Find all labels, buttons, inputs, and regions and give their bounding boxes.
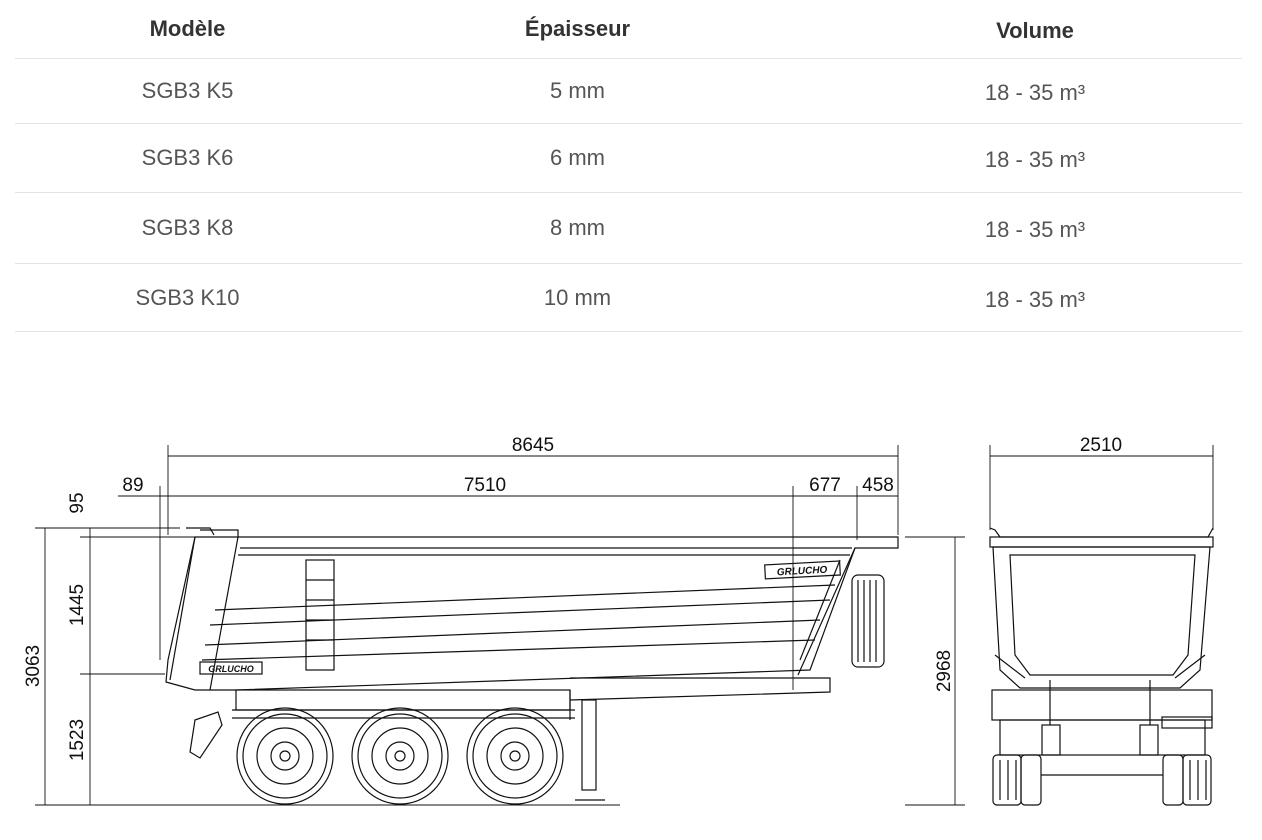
cell-thickness: 8 mm <box>550 215 605 240</box>
header-thickness: Épaisseur <box>524 16 631 41</box>
dim-rear-height: 2968 <box>934 650 955 692</box>
table-header-row: Modèle Épaisseur Volume <box>15 0 1242 59</box>
trailer-rear-view <box>989 527 1214 806</box>
dim-front-offset: 89 <box>122 475 143 496</box>
spec-table: Modèle Épaisseur Volume SGB3 K5 5 mm 18 … <box>15 0 1242 332</box>
header-model: Modèle <box>149 16 226 41</box>
brand-plates: GRLUCHO GRLUCHO <box>199 560 1213 729</box>
cell-model: SGB3 K8 <box>141 215 234 240</box>
dimension-lines <box>35 445 1214 806</box>
dim-top-offset: 95 <box>67 492 88 513</box>
dimension-labels: 8645 7510 89 677 458 2510 95 1445 3063 1… <box>23 435 1122 761</box>
table-row: SGB3 K8 8 mm 18 - 35 m³ <box>15 193 1242 264</box>
cell-model: SGB3 K5 <box>141 78 234 103</box>
dim-rear-overhang-1: 677 <box>809 475 841 496</box>
dim-total-height: 3063 <box>23 645 44 687</box>
table-row: SGB3 K5 5 mm 18 - 35 m³ <box>15 59 1242 124</box>
cell-thickness: 5 mm <box>550 78 605 103</box>
cell-volume: 18 - 35 m³ <box>984 80 1086 105</box>
cell-volume: 18 - 35 m³ <box>984 217 1086 242</box>
brand-label-front: GRLUCHO <box>208 664 254 674</box>
cell-model: SGB3 K10 <box>135 284 240 310</box>
dim-overall-length: 8645 <box>512 435 554 456</box>
dim-rear-overhang-2: 458 <box>862 475 894 496</box>
technical-drawing: 8645 7510 89 677 458 2510 95 1445 3063 1… <box>23 435 1214 806</box>
trailer-side-view <box>165 527 899 801</box>
header-volume: Volume <box>996 18 1074 43</box>
dim-body-height: 1445 <box>67 584 88 626</box>
cell-volume: 18 - 35 m³ <box>984 147 1086 172</box>
dim-chassis-height: 1523 <box>67 719 88 761</box>
dim-body-length: 7510 <box>464 475 506 496</box>
cell-thickness: 10 mm <box>543 284 612 310</box>
table-row: SGB3 K10 10 mm 18 - 35 m³ <box>15 264 1242 332</box>
brand-label-rear: GRLUCHO <box>777 565 828 579</box>
cell-model: SGB3 K6 <box>141 145 234 170</box>
cell-thickness: 6 mm <box>550 145 605 170</box>
dim-width: 2510 <box>1080 435 1122 456</box>
table-row: SGB3 K6 6 mm 18 - 35 m³ <box>15 124 1242 193</box>
trailer-wheels <box>236 707 564 805</box>
cell-volume: 18 - 35 m³ <box>984 286 1086 312</box>
